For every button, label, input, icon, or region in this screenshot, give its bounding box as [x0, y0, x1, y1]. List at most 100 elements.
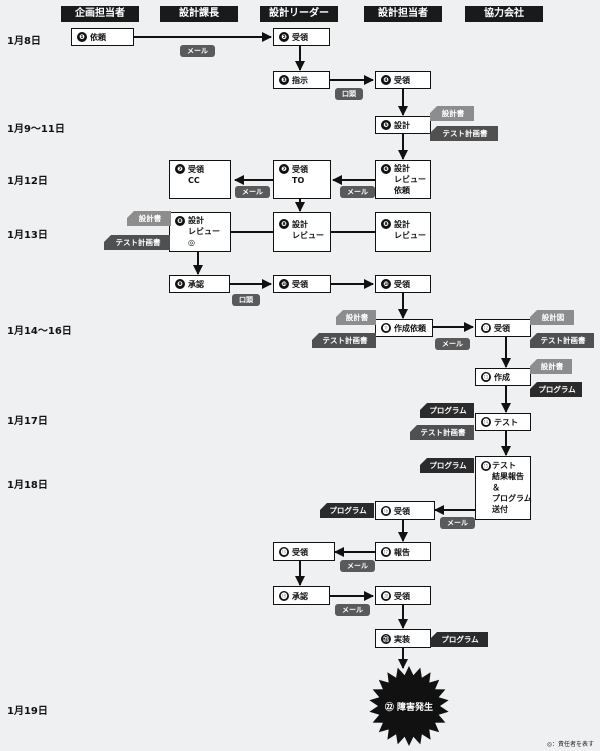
step-number: ❽ [381, 219, 391, 229]
doc-tag-test-plan: テスト計画書 [104, 235, 170, 250]
incident-burst [369, 666, 449, 746]
channel-label-verbal: 口頭 [232, 294, 260, 306]
step-text: 設計 レビュー [292, 220, 324, 240]
step-text: 依頼 [90, 33, 106, 42]
day-label-jan17: 1月17日 [7, 416, 48, 427]
step-number: ❶ [77, 32, 87, 42]
step-number: ❾ [175, 279, 185, 289]
step-number: ❽ [279, 219, 289, 229]
doc-tag-design-doc: 設計書 [336, 310, 376, 325]
step-number: ⓳ [279, 591, 289, 601]
step-number: ❼ [279, 164, 289, 174]
doc-tag-design-doc: 設計書 [127, 211, 171, 226]
step-number: ⓰ [381, 506, 391, 516]
step-number: ⓴ [381, 591, 391, 601]
step-number: ⓲ [279, 547, 289, 557]
step-text: 作成依頼 [394, 324, 426, 333]
legend-note: ◎：責任者を表す [546, 741, 594, 748]
doc-tag-test-plan: テスト計画書 [312, 333, 376, 348]
incident-label: ㉒ 障害発生 [384, 703, 434, 713]
step-text: 受領 [394, 507, 410, 516]
step-number: ⓱ [381, 547, 391, 557]
step-text: 受領 [494, 324, 510, 333]
doc-tag-test-plan: テスト計画書 [430, 126, 498, 141]
day-label-jan14-16: 1月14〜16日 [7, 326, 72, 337]
step-number: ⓮ [481, 417, 491, 427]
doc-tag-test-plan: テスト計画書 [530, 333, 594, 348]
step-number: ❺ [381, 120, 391, 130]
step-number: ㉑ [381, 634, 391, 644]
step-number: ⓬ [481, 323, 491, 333]
step-text: 受領 [292, 548, 308, 557]
step-text: 実装 [394, 635, 410, 644]
step-number: ❹ [381, 75, 391, 85]
channel-label-email: メール [235, 186, 270, 198]
column-header-partner: 協力会社 [465, 6, 543, 22]
step-number: ❼ [175, 164, 185, 174]
step-number: ❽ [175, 216, 185, 226]
step-number: ❸ [279, 75, 289, 85]
day-label-jan13: 1月13日 [7, 230, 48, 241]
doc-tag-design-drawing: 設計図 [530, 310, 574, 325]
step-text: テスト [494, 418, 518, 427]
day-label-jan9-11: 1月9〜11日 [7, 124, 65, 135]
step-text: テスト 結果報告 ＆ プログラム 送付 [492, 461, 532, 514]
column-header-planner: 企画担当者 [61, 6, 139, 22]
doc-tag-test-plan: テスト計画書 [410, 425, 474, 440]
step-text: 受領 [292, 33, 308, 42]
step-text: 報告 [394, 548, 410, 557]
day-label-jan18: 1月18日 [7, 480, 48, 491]
channel-label-email: メール [340, 186, 375, 198]
step-number: ❿ [279, 279, 289, 289]
step-text: 設計 [394, 121, 410, 130]
day-label-jan8: 1月8日 [7, 36, 41, 47]
doc-tag-design-doc: 設計書 [530, 359, 572, 374]
step-text: 作成 [494, 373, 510, 382]
step-text: 受領 [394, 76, 410, 85]
doc-tag-program: プログラム [420, 458, 474, 473]
step-text: 受領 [394, 592, 410, 601]
step-text: 設計 レビュー [394, 220, 426, 240]
step-text: 設計 レビュー ◎ [188, 216, 220, 247]
step-text: 受領 [394, 280, 410, 289]
step-number: ⓯ [481, 461, 491, 471]
channel-label-email: メール [180, 45, 215, 57]
step-text: 受領 CC [188, 165, 204, 185]
channel-label-verbal: 口頭 [335, 88, 363, 100]
step-text: 受領 [292, 280, 308, 289]
step-text: 承認 [292, 592, 308, 601]
doc-tag-program: プログラム [430, 632, 488, 647]
channel-label-email: メール [340, 560, 375, 572]
column-header-manager: 設計課長 [160, 6, 238, 22]
step-number: ⓭ [481, 372, 491, 382]
step-number: ❻ [381, 164, 391, 174]
step-number: ⓫ [381, 323, 391, 333]
column-header-designer: 設計担当者 [364, 6, 442, 22]
doc-tag-program: プログラム [530, 382, 582, 397]
doc-tag-design-doc: 設計書 [430, 106, 474, 121]
doc-tag-program: プログラム [320, 503, 374, 518]
day-label-jan12: 1月12日 [7, 176, 48, 187]
doc-tag-program: プログラム [420, 403, 474, 418]
step-text: 設計 レビュー 依頼 [394, 164, 426, 195]
